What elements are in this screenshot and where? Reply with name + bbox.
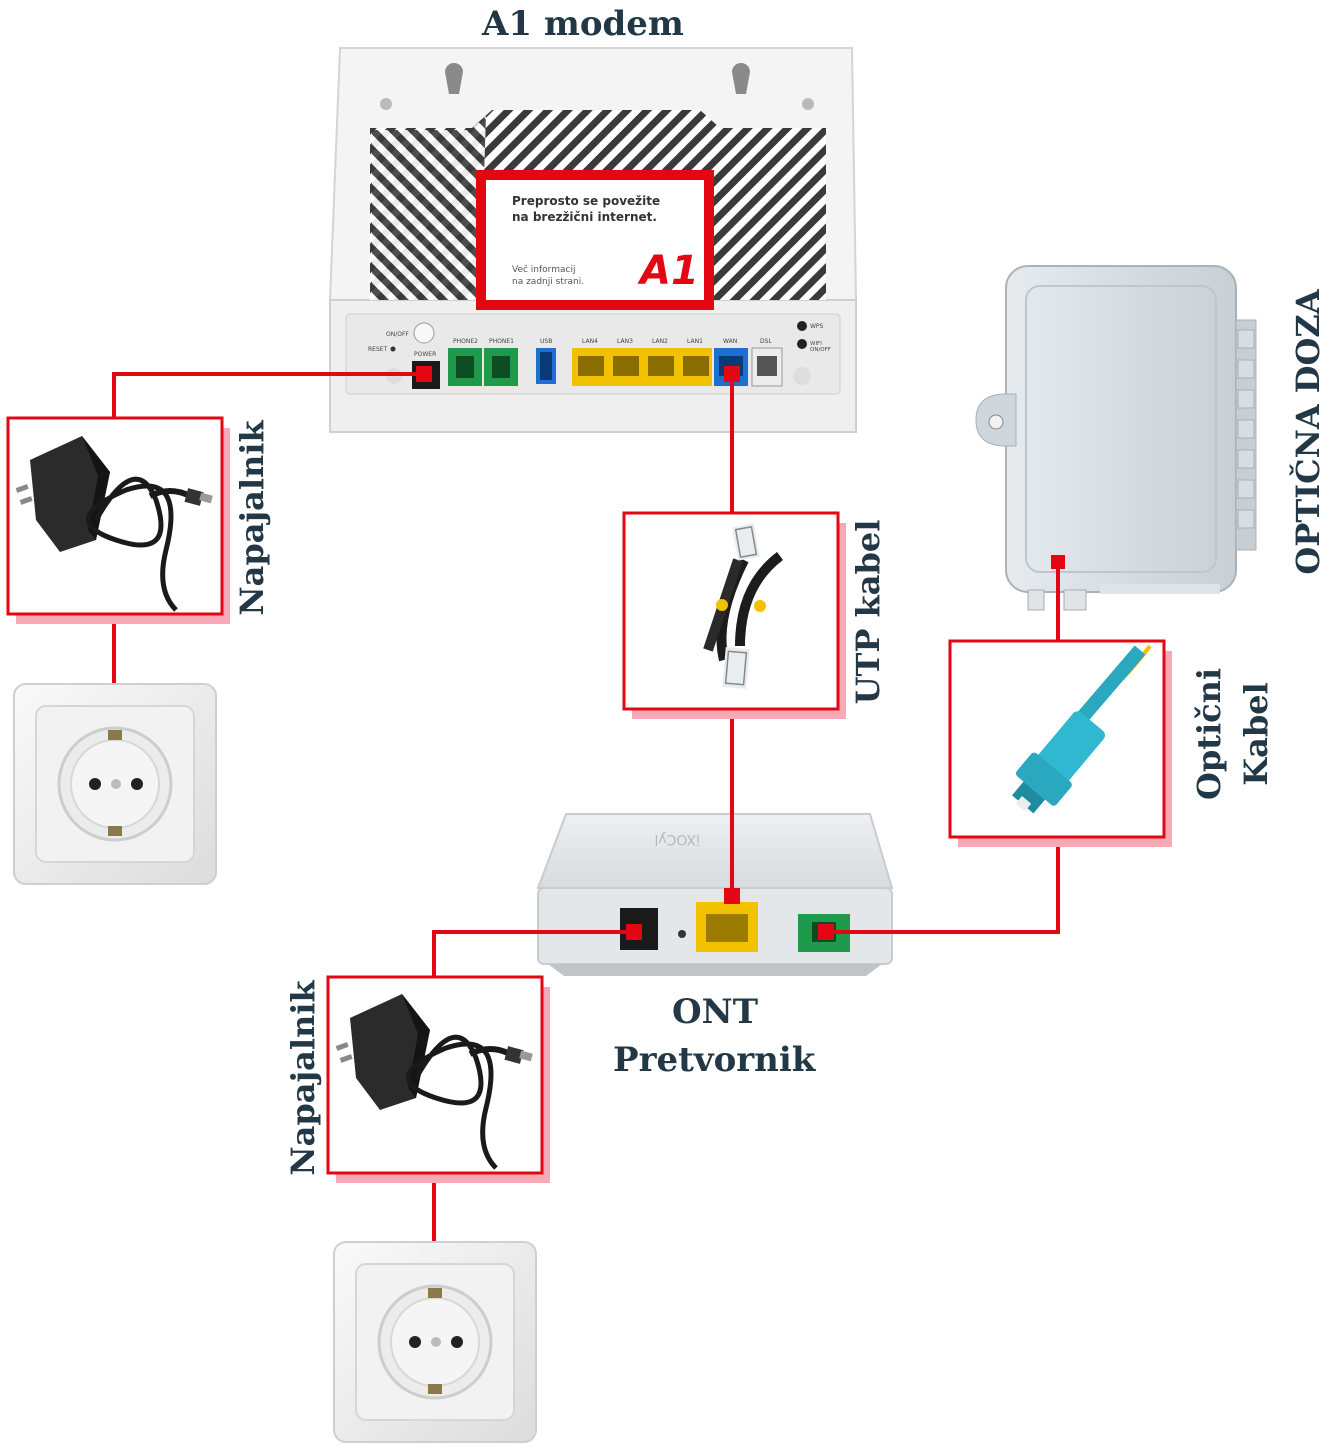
svg-text:PHONE2: PHONE2 (453, 338, 478, 345)
utp-cable-label: UTP kabel (849, 519, 887, 705)
svg-text:RESET: RESET (368, 346, 388, 353)
optical-box-device (975, 265, 1257, 611)
power-adapter-label-bottom: Napajalnik (284, 980, 322, 1176)
ethernet-cable-icon (703, 523, 784, 689)
ont-device: iXOCyl (536, 813, 894, 976)
line-modem-to-adapter (112, 372, 424, 418)
svg-text:LAN2: LAN2 (652, 338, 668, 345)
power-adapter-icon-2 (335, 994, 533, 1170)
line-ont-to-adapter (432, 930, 634, 977)
svg-text:USB: USB (540, 338, 552, 345)
svg-text:na zadnji strani.: na zadnji strani. (512, 277, 584, 287)
svg-text:Preprosto se povežite: Preprosto se povežite (512, 194, 660, 208)
svg-text:iXOCyl: iXOCyl (654, 831, 700, 847)
svg-text:WPS: WPS (810, 323, 824, 330)
svg-text:LAN4: LAN4 (582, 338, 598, 345)
svg-text:na brezžični internet.: na brezžični internet. (512, 210, 657, 224)
utp-frame (622, 511, 846, 719)
svg-text:LAN3: LAN3 (617, 338, 633, 345)
line-fiber-to-ont (826, 836, 1060, 934)
svg-text:ON/OFF: ON/OFF (386, 331, 409, 338)
fiber-sc-connector-icon (1011, 644, 1152, 814)
svg-text:DSL: DSL (760, 338, 772, 345)
svg-text:LAN1: LAN1 (687, 338, 703, 345)
optical-cable-label-line1: Optični (1190, 667, 1228, 801)
wall-socket-icon (13, 683, 217, 885)
modem-device: Preprosto se povežite na brezžični inter… (328, 47, 858, 433)
connector-lines (112, 372, 1060, 1252)
optical-cable-label-line2: Kabel (1237, 682, 1275, 786)
modem-title: A1 modem (482, 4, 684, 44)
svg-text:Več informacij: Več informacij (512, 264, 575, 275)
svg-text:ON/OFF: ON/OFF (810, 347, 831, 353)
power-adapter-icon (15, 436, 213, 612)
svg-text:POWER: POWER (414, 351, 436, 358)
optical-box-label: OPTIČNA DOZA (1289, 289, 1327, 575)
a1-logo: A1 (637, 248, 699, 294)
ont-label-line2: Pretvornik (613, 1040, 816, 1080)
wall-socket-icon-2 (333, 1241, 537, 1443)
power-adapter-label-top: Napajalnik (233, 420, 271, 616)
svg-text:PHONE1: PHONE1 (489, 338, 514, 345)
svg-text:WAN: WAN (723, 338, 737, 345)
ont-label-line1: ONT (672, 992, 758, 1032)
svg-text:WIFI: WIFI (810, 341, 822, 347)
